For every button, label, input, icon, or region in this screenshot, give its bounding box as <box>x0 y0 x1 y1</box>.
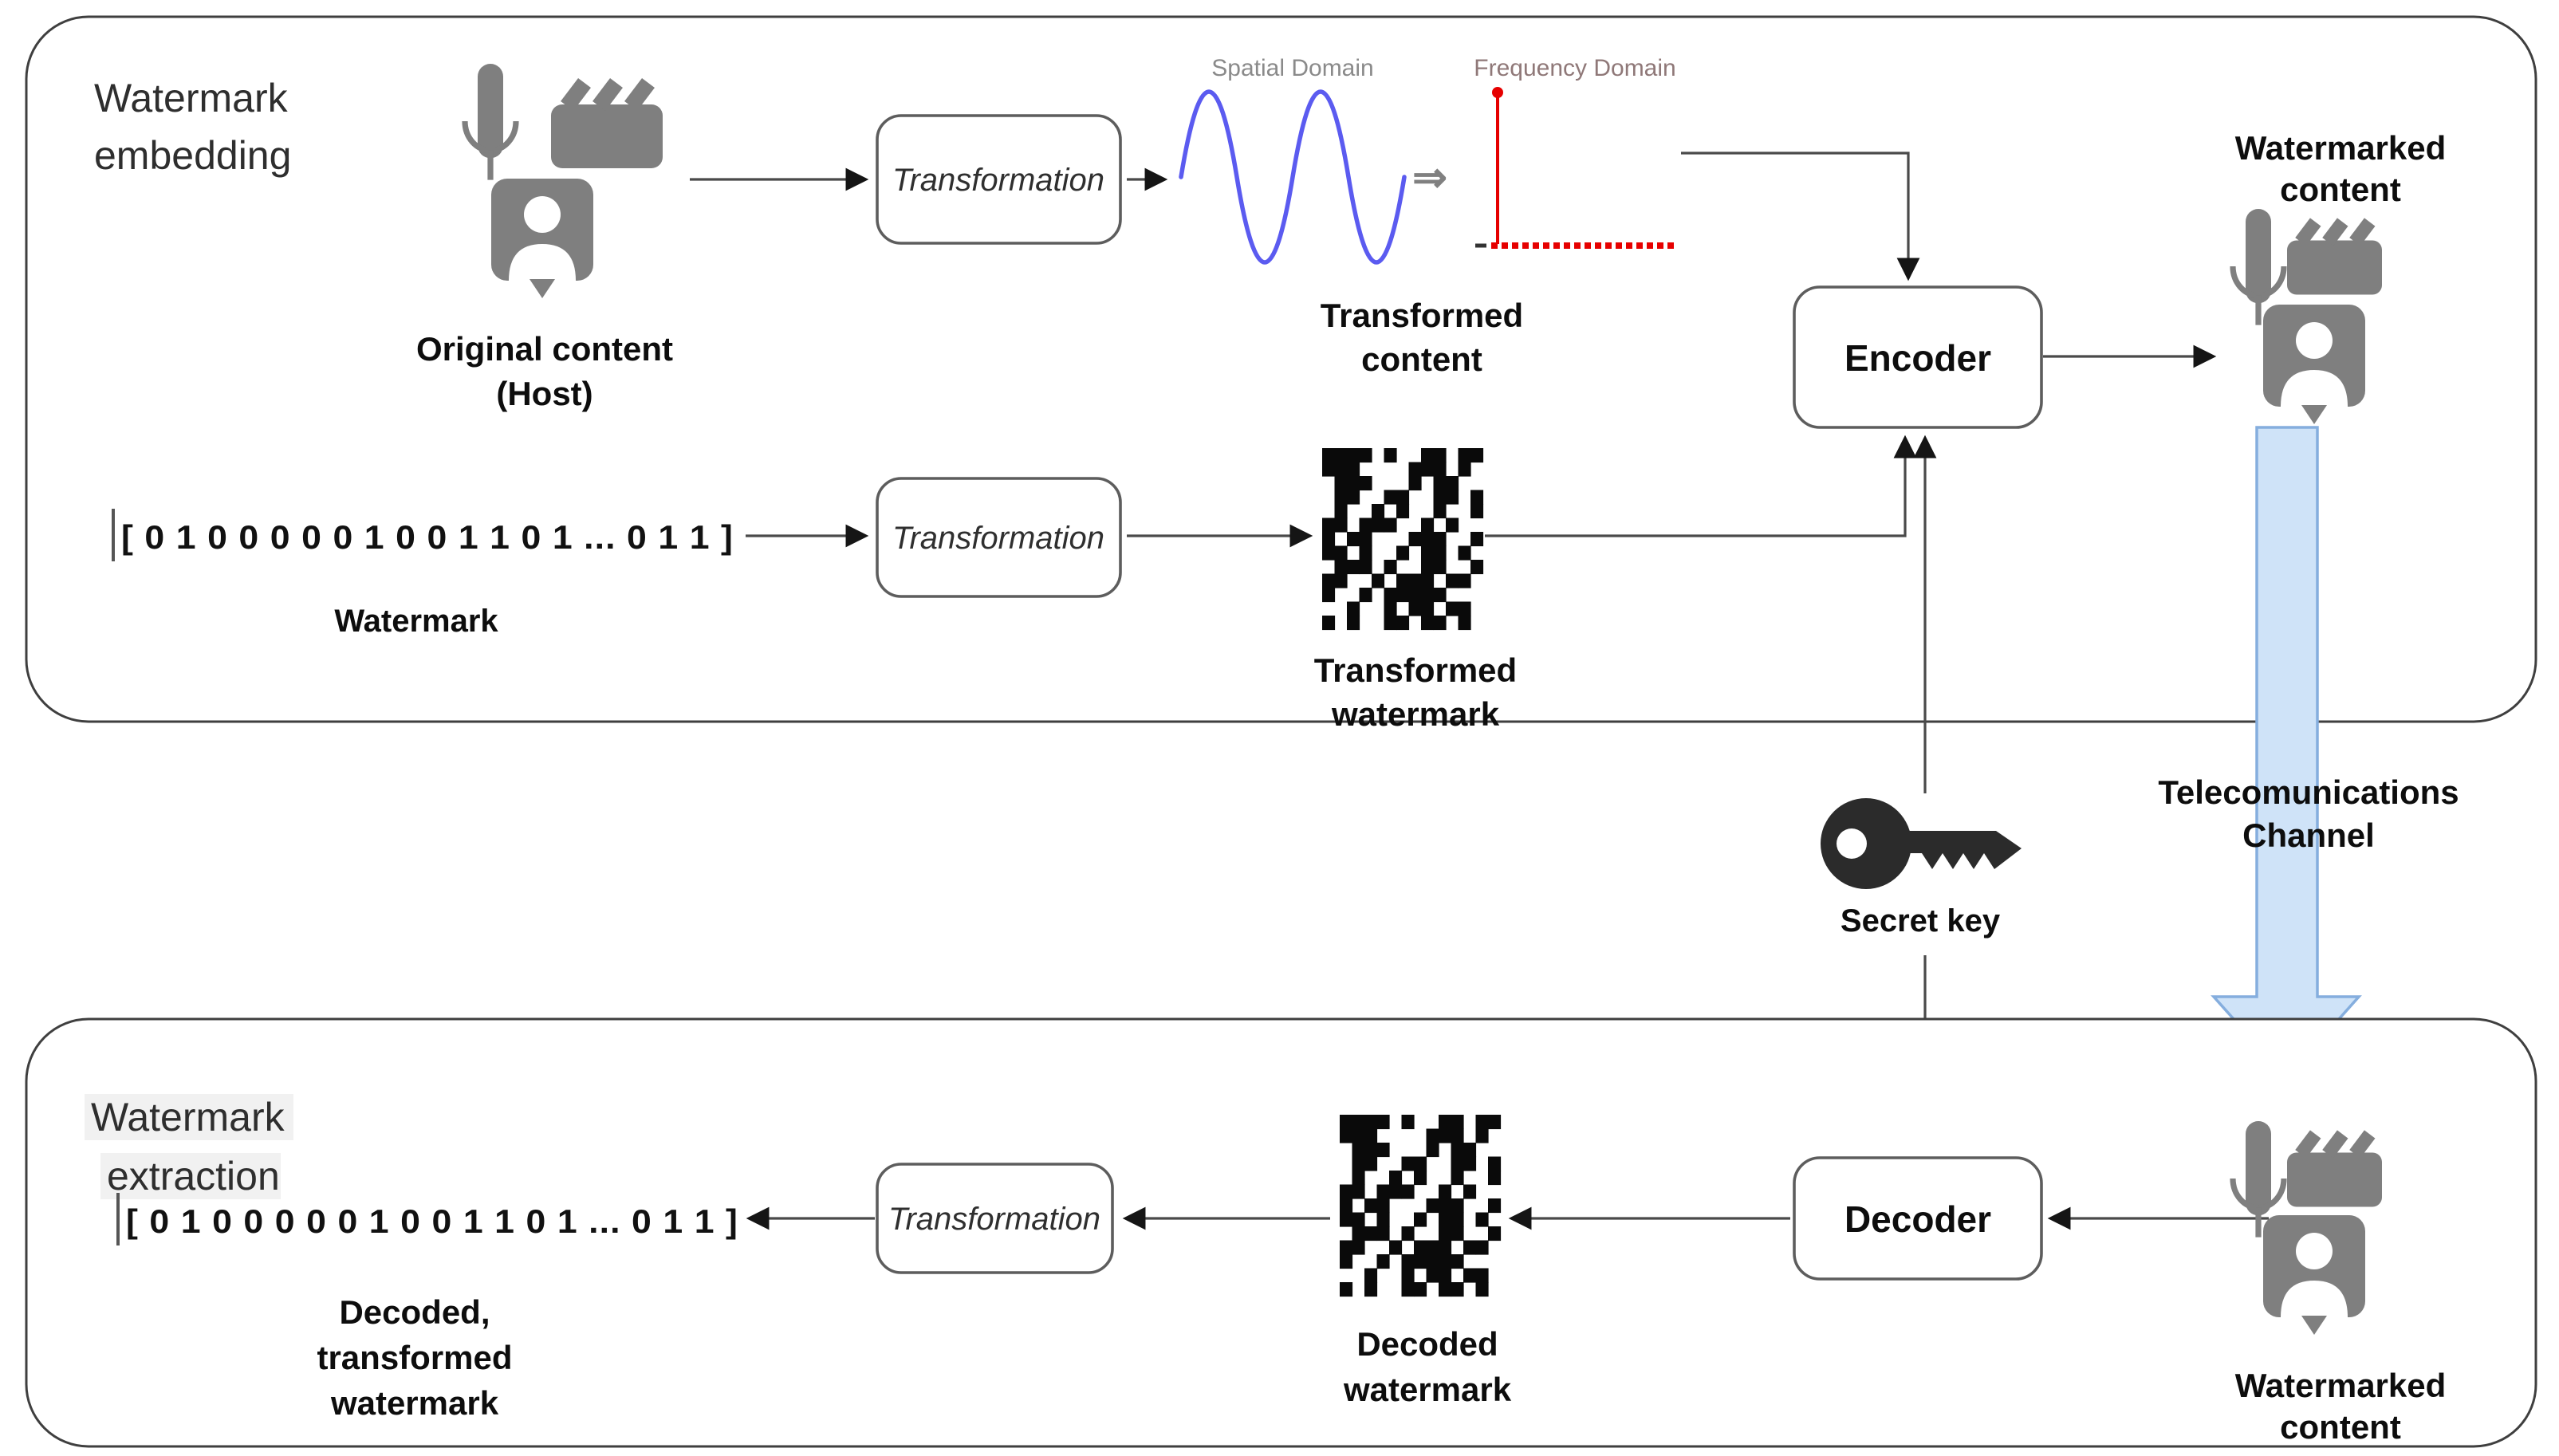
decoded-transformed-label-line2: transformed <box>317 1339 512 1376</box>
embedding-section: Watermark embedding Original content (Ho… <box>25 15 2537 733</box>
implies-arrow-icon: ⇒ <box>1412 155 1447 201</box>
title-highlight <box>100 1153 281 1199</box>
embedding-title-line2: embedding <box>94 133 291 178</box>
original-content-label-line1: Original content <box>416 330 673 368</box>
transformation-watermark-box <box>876 477 1122 598</box>
extraction-title-line1: Watermark <box>91 1095 285 1139</box>
person-badge-icon <box>2263 1215 2365 1335</box>
transformed-watermark-qr <box>1322 448 1484 631</box>
embedding-title-line1: Watermark <box>94 76 289 120</box>
transformation-watermark-label: Transformation <box>892 521 1104 556</box>
decoded-watermark-label-line1: Decoded <box>1356 1325 1498 1363</box>
watermarked-content-bottom-label-line1: Watermarked <box>2235 1367 2447 1404</box>
original-content-label-line2: (Host) <box>496 375 593 412</box>
decoded-watermark-label-line2: watermark <box>1343 1371 1512 1408</box>
transformation-content-label: Transformation <box>892 163 1104 198</box>
channel-label-line2: Channel <box>2242 817 2375 854</box>
decoded-watermark-qr <box>1340 1115 1502 1297</box>
clapperboard-icon <box>2287 1135 2382 1207</box>
channel-label-line1: Telecomunications <box>2158 773 2459 811</box>
clapperboard-icon <box>551 83 663 168</box>
connector-qr-to-encoder <box>1485 435 1917 537</box>
transformation-extraction-label: Transformation <box>888 1202 1100 1237</box>
watermark-binary-string: [ 0 1 0 0 0 0 0 1 0 0 1 1 0 1 ... 0 1 1 … <box>121 518 734 556</box>
person-badge-icon <box>491 179 593 298</box>
decoded-transformed-label-line1: Decoded, <box>339 1293 490 1331</box>
watermarked-content-bottom-label-line2: content <box>2280 1408 2401 1446</box>
frequency-impulse-plot <box>1475 87 1675 249</box>
transformed-content-label-line2: content <box>1361 340 1482 378</box>
extraction-title-line2: extraction <box>107 1154 280 1198</box>
transformed-watermark-label-line1: Transformed <box>1314 651 1517 689</box>
watermarked-content-top-label-line1: Watermarked <box>2235 129 2447 167</box>
decoded-transformed-label-line3: watermark <box>330 1384 499 1422</box>
transformed-watermark-label-line2: watermark <box>1331 695 1500 733</box>
title-highlight <box>85 1094 293 1140</box>
decoder-box <box>1793 1156 2043 1281</box>
person-badge-icon <box>2263 305 2365 424</box>
middle-section: Secret key Telecomunications Channel <box>1821 426 2459 1152</box>
watermarked-content-top-label-line2: content <box>2280 171 2401 208</box>
transformation-content-box <box>876 114 1122 245</box>
connector-content-to-encoder <box>1681 152 1920 281</box>
encoder-label: Encoder <box>1844 337 1991 379</box>
secret-key-label: Secret key <box>1841 903 2001 939</box>
extraction-box <box>25 1017 2537 1448</box>
extraction-section: Watermark extraction [ 0 1 0 0 0 0 0 1 0… <box>25 1017 2537 1448</box>
decoded-binary-string: [ 0 1 0 0 0 0 0 1 0 0 1 1 0 1 ... 0 1 1 … <box>126 1202 738 1240</box>
transformation-extraction-box <box>876 1163 1114 1274</box>
decoder-label: Decoder <box>1844 1198 1991 1240</box>
encoder-box <box>1793 285 2043 429</box>
clapperboard-icon <box>2287 222 2382 295</box>
transformed-content-label-line1: Transformed <box>1321 297 1523 334</box>
key-icon <box>1821 798 2022 889</box>
frequency-domain-label: Frequency Domain <box>1474 55 1675 81</box>
watermark-label: Watermark <box>334 604 498 639</box>
spatial-domain-label: Spatial Domain <box>1211 55 1373 81</box>
sine-wave <box>1179 89 1407 265</box>
cursor-bar <box>116 1193 120 1245</box>
cursor-bar <box>112 509 115 561</box>
